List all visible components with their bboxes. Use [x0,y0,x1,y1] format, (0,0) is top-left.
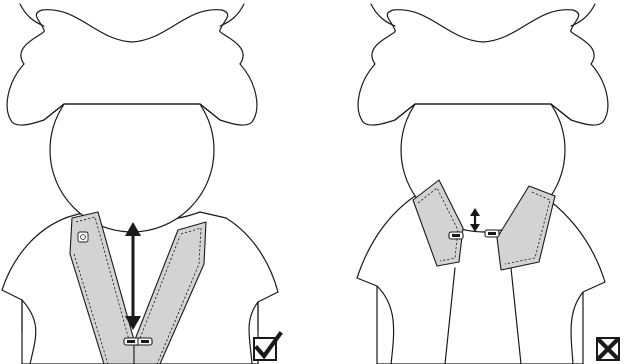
correct-harness-illustration [0,0,315,364]
child-head [358,4,608,232]
incorrect-harness-figure [315,0,629,364]
child-head [7,4,257,232]
cross-icon [597,338,619,360]
chest-clip [124,338,152,345]
correct-harness-figure [0,0,315,364]
check-icon [254,334,280,360]
incorrect-harness-illustration [315,0,629,364]
